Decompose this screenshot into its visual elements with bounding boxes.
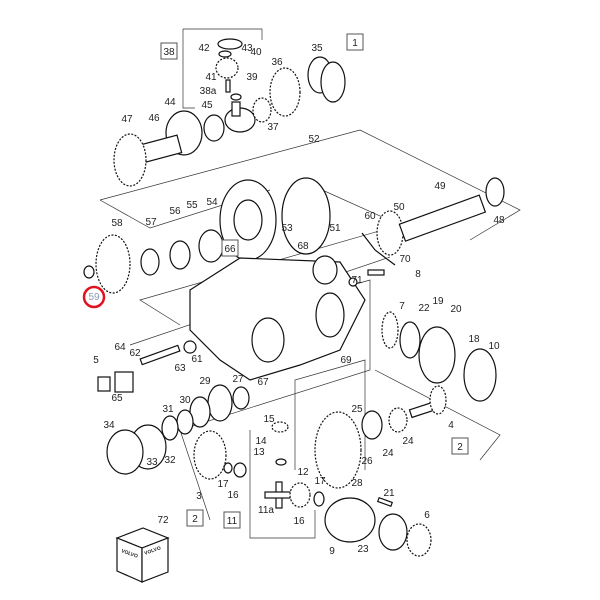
callout-label[interactable]: 4 [448,420,454,431]
callout-label[interactable]: 39 [246,72,258,83]
callout-label[interactable]: 69 [340,355,352,366]
callout-label[interactable]: 8 [415,269,421,280]
callout-label[interactable]: 40 [250,47,262,58]
group-box-frame [160,42,178,60]
group-box-label[interactable]: 1 [352,38,358,49]
callout-label[interactable]: 27 [232,374,244,385]
callout-label[interactable]: 53 [281,223,293,234]
highlighted-callout-59[interactable]: 59 [82,285,106,309]
highlight-ring [82,285,106,309]
callout-label[interactable]: 43 [241,43,253,54]
callout-label[interactable]: 58 [111,218,123,229]
kit-logo-right: VOLVO [144,545,162,557]
group-box-label[interactable]: 2 [457,442,463,453]
callout-label[interactable]: 33 [146,457,158,468]
callout-label[interactable]: 51 [329,223,341,234]
callout-label[interactable]: 24 [402,436,414,447]
callout-label[interactable]: 12 [297,467,309,478]
callout-label[interactable]: 45 [201,100,213,111]
callout-label[interactable]: 18 [468,334,480,345]
callout-label[interactable]: 25 [351,404,363,415]
group-box-frame [346,33,364,51]
group-box-label[interactable]: 38 [163,47,175,58]
callout-label[interactable]: 22 [418,303,430,314]
callout-label[interactable]: 31 [162,404,174,415]
callout-label[interactable]: 67 [257,377,269,388]
callout-label[interactable]: 24 [382,448,394,459]
callout-label[interactable]: 52 [308,134,320,145]
callout-label[interactable]: 62 [129,348,141,359]
callout-label[interactable]: 71 [351,275,363,286]
callout-label[interactable]: 10 [488,341,500,352]
callout-label[interactable]: 29 [199,376,211,387]
callout-label[interactable]: 48 [493,215,505,226]
group-box-frame [221,239,239,257]
callout-label[interactable]: 68 [297,241,309,252]
callout-label[interactable]: 61 [191,354,203,365]
callout-label[interactable]: 26 [361,456,373,467]
callout-label[interactable]: 17 [314,476,326,487]
callout-label[interactable]: 44 [164,97,176,108]
callout-label[interactable]: 65 [111,393,123,404]
callout-label[interactable]: 38a [200,86,217,97]
callout-label[interactable]: 50 [393,202,405,213]
callout-label[interactable]: 3 [196,491,202,502]
callout-label[interactable]: 32 [164,455,176,466]
callout-label[interactable]: 34 [103,420,115,431]
group-box-label[interactable]: 11 [227,516,238,527]
callout-label[interactable]: 21 [383,488,395,499]
group-box-label[interactable]: 2 [192,514,198,525]
callout-label[interactable]: 72 [157,515,169,526]
callout-label[interactable]: 23 [357,544,369,555]
callout-label[interactable]: 19 [432,296,444,307]
callout-label[interactable]: 16 [227,490,239,501]
group-box-frame [186,509,204,527]
callout-label[interactable]: 15 [263,414,275,425]
callout-label[interactable]: 30 [179,395,191,406]
callout-label[interactable]: 14 [255,436,267,447]
callout-label[interactable]: 6 [424,510,430,521]
callout-label[interactable]: 47 [121,114,133,125]
callout-label[interactable]: 16 [293,516,305,527]
callout-label[interactable]: 56 [169,206,181,217]
kit-logo-left: VOLVO [120,548,138,560]
group-box-frame [223,511,241,529]
callout-label[interactable]: 55 [186,200,198,211]
callout-label[interactable]: 49 [434,181,446,192]
differential-upper-parts [113,38,346,187]
callout-label[interactable]: 60 [364,211,376,222]
callout-label[interactable]: 11a [258,505,274,516]
callout-label[interactable]: 63 [174,363,186,374]
callout-label[interactable]: 57 [145,217,157,228]
callout-label[interactable]: 20 [450,304,462,315]
callout-label[interactable]: 42 [198,43,210,54]
callout-label[interactable]: 13 [253,447,265,458]
callout-label[interactable]: 5 [93,355,99,366]
group-box-label[interactable]: 66 [224,244,236,255]
callout-label[interactable]: 54 [206,197,218,208]
callout-label[interactable]: 46 [148,113,160,124]
callout-label[interactable]: 35 [311,43,323,54]
callout-label[interactable]: 9 [329,546,335,557]
callout-label[interactable]: 70 [399,254,411,265]
drive-and-diff-parts [97,311,497,557]
callout-label[interactable]: 41 [205,72,217,83]
housing-and-cover-parts [83,177,505,381]
callout-label[interactable]: 59 [88,292,100,303]
callout-label[interactable]: 36 [271,57,283,68]
volvo-kit-box: VOLVO VOLVO [115,527,170,583]
callout-label[interactable]: 37 [267,122,279,133]
callout-label[interactable]: 28 [351,478,363,489]
callout-label[interactable]: 7 [399,301,405,312]
group-box-frame [451,437,469,455]
callout-label[interactable]: 17 [217,479,229,490]
callout-label[interactable]: 64 [114,342,126,353]
